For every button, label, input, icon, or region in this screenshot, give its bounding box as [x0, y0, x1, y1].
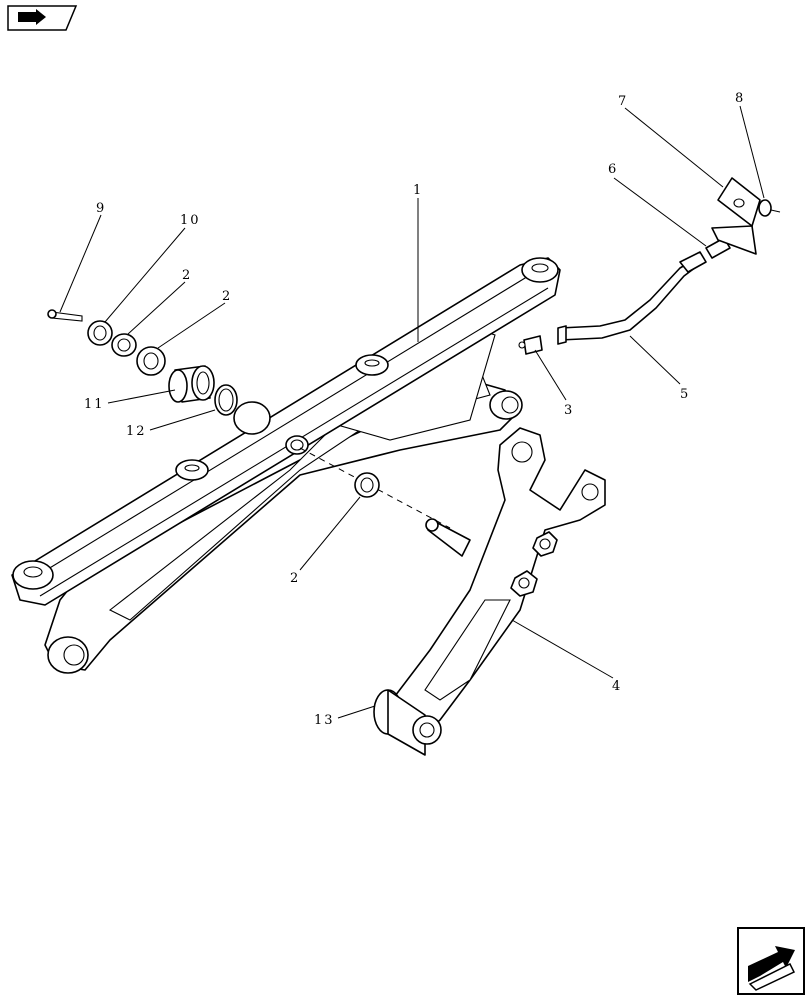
callout-1: 1: [413, 183, 423, 198]
callout-8: 8: [735, 91, 745, 106]
callout-6: 6: [608, 162, 618, 177]
hose-part: [557, 251, 707, 345]
next-page-arrow-icon[interactable]: [737, 927, 805, 995]
callout-12: 12: [126, 424, 147, 439]
callout-2-c: 2: [290, 571, 300, 586]
grease-fitting-part: [518, 335, 543, 355]
washer-part: [87, 320, 113, 346]
pin-part: [47, 309, 83, 322]
nut-part: [758, 199, 781, 217]
bushing-part: [168, 365, 215, 403]
callout-13: 13: [314, 713, 335, 728]
callout-9: 9: [96, 201, 106, 216]
shim-part: [111, 333, 380, 498]
pivot-arm: [373, 427, 606, 756]
o-ring-part: [214, 384, 238, 416]
callout-7: 7: [618, 94, 628, 109]
leader-lines: [59, 105, 765, 719]
callout-2-b: 2: [222, 289, 232, 304]
callout-labels: 1 9 10 2 2 11 12 2 3 5 6 7 8 4 13: [84, 91, 745, 728]
callout-4: 4: [612, 679, 622, 694]
callout-3: 3: [564, 403, 574, 418]
callout-11: 11: [84, 397, 105, 412]
bracket-part: [711, 177, 761, 255]
axle-beam-frame: [11, 257, 561, 674]
book-arrow-icon[interactable]: [7, 5, 78, 31]
callout-10: 10: [180, 213, 201, 228]
callout-2-a: 2: [182, 268, 192, 283]
callout-5: 5: [680, 387, 690, 402]
